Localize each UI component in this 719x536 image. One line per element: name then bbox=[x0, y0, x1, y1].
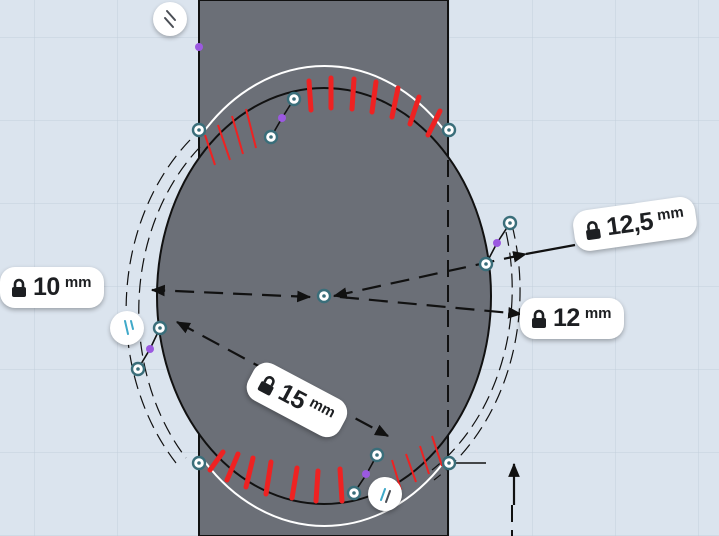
dim-line-10mm bbox=[150, 284, 312, 303]
dimension-label-12-5mm[interactable]: 12,5 mm bbox=[571, 195, 700, 253]
hatch-top-left bbox=[204, 108, 257, 166]
lock-icon bbox=[12, 278, 26, 297]
dimension-value: 10 bbox=[33, 273, 60, 301]
parallel-constraint-icon[interactable] bbox=[368, 477, 402, 511]
vertex-nodes[interactable] bbox=[130, 91, 518, 501]
offset-arc-outer bbox=[125, 139, 191, 464]
dim-line-12-5mm bbox=[332, 251, 528, 299]
vertex-centers bbox=[136, 97, 512, 495]
parallel-constraint-icon[interactable] bbox=[153, 2, 187, 36]
dimension-value: 12 bbox=[553, 304, 580, 332]
inner-rim bbox=[204, 461, 445, 527]
dimension-label-15mm[interactable]: 15 mm bbox=[241, 357, 353, 443]
dimension-label-10mm[interactable]: 10 mm bbox=[0, 267, 104, 308]
dimension-unit: mm bbox=[584, 305, 612, 322]
inner-rim bbox=[204, 65, 445, 131]
dimension-label-12mm[interactable]: 12 mm bbox=[520, 298, 624, 339]
dimension-unit: mm bbox=[655, 203, 685, 225]
dimension-value: 15 bbox=[273, 378, 311, 416]
lock-icon bbox=[532, 309, 546, 328]
offset-arc-right-inner bbox=[431, 231, 513, 471]
lock-icon bbox=[586, 220, 601, 240]
dimension-value: 12,5 bbox=[604, 207, 655, 242]
hatch-bottom bbox=[207, 449, 345, 504]
hatch-bottom-right bbox=[391, 435, 443, 491]
dim-line-12mm bbox=[339, 295, 523, 319]
dimension-unit: mm bbox=[64, 274, 92, 291]
lock-icon bbox=[258, 375, 275, 395]
dimension-unit: mm bbox=[306, 394, 339, 422]
hatch-top bbox=[306, 75, 443, 138]
dim-line-12-5mm-ext bbox=[525, 243, 576, 256]
parallel-constraint-icon[interactable] bbox=[110, 311, 144, 345]
offset-arc-inner bbox=[138, 146, 201, 459]
constraint-points[interactable] bbox=[146, 43, 501, 478]
